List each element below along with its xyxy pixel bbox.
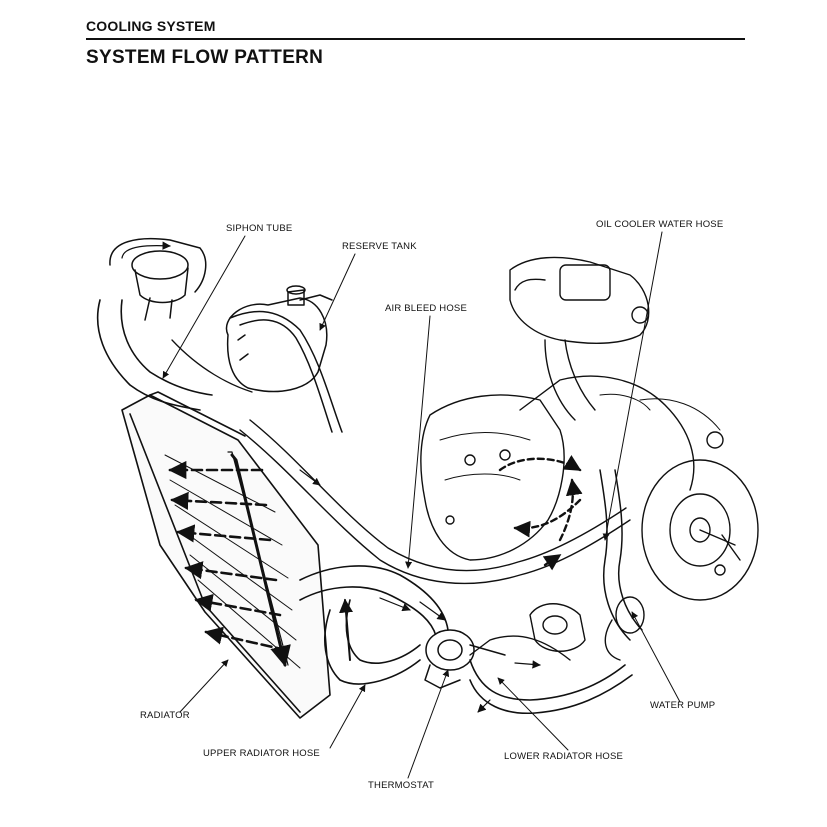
radiator-unit — [121, 391, 331, 719]
page-title: SYSTEM FLOW PATTERN — [86, 47, 324, 68]
filler-cap — [109, 237, 207, 321]
label-siphon-tube: SIPHON TUBE — [226, 223, 293, 234]
label-reserve-tank: RESERVE TANK — [342, 241, 417, 252]
label-oil-cooler-water-hose: OIL COOLER WATER HOSE — [596, 219, 724, 230]
water-pump — [529, 596, 645, 661]
label-lower-radiator-hose: LOWER RADIATOR HOSE — [504, 751, 624, 762]
engine-block — [420, 375, 695, 561]
label-water-pump: WATER PUMP — [650, 700, 716, 711]
thermostat — [424, 629, 506, 689]
engine-flow-arrows — [498, 455, 583, 571]
header-rule — [86, 38, 745, 40]
lower-radiator-hose — [469, 635, 633, 715]
oil-cooler-water-hose — [599, 469, 643, 641]
leader-lines — [162, 231, 681, 779]
reserve-tank — [225, 285, 333, 393]
filler-hose — [96, 299, 213, 411]
section-title: COOLING SYSTEM — [86, 18, 216, 34]
throttle-body — [509, 256, 650, 421]
label-upper-radiator-hose: UPPER RADIATOR HOSE — [203, 748, 320, 759]
upper-radiator-hose — [299, 565, 449, 685]
label-air-bleed-hose: AIR BLEED HOSE — [385, 303, 467, 314]
air-bleed-hose-run — [239, 419, 631, 585]
label-thermostat: THERMOSTAT — [368, 780, 435, 791]
clutch-cover — [639, 398, 759, 601]
label-radiator: RADIATOR — [140, 710, 190, 721]
